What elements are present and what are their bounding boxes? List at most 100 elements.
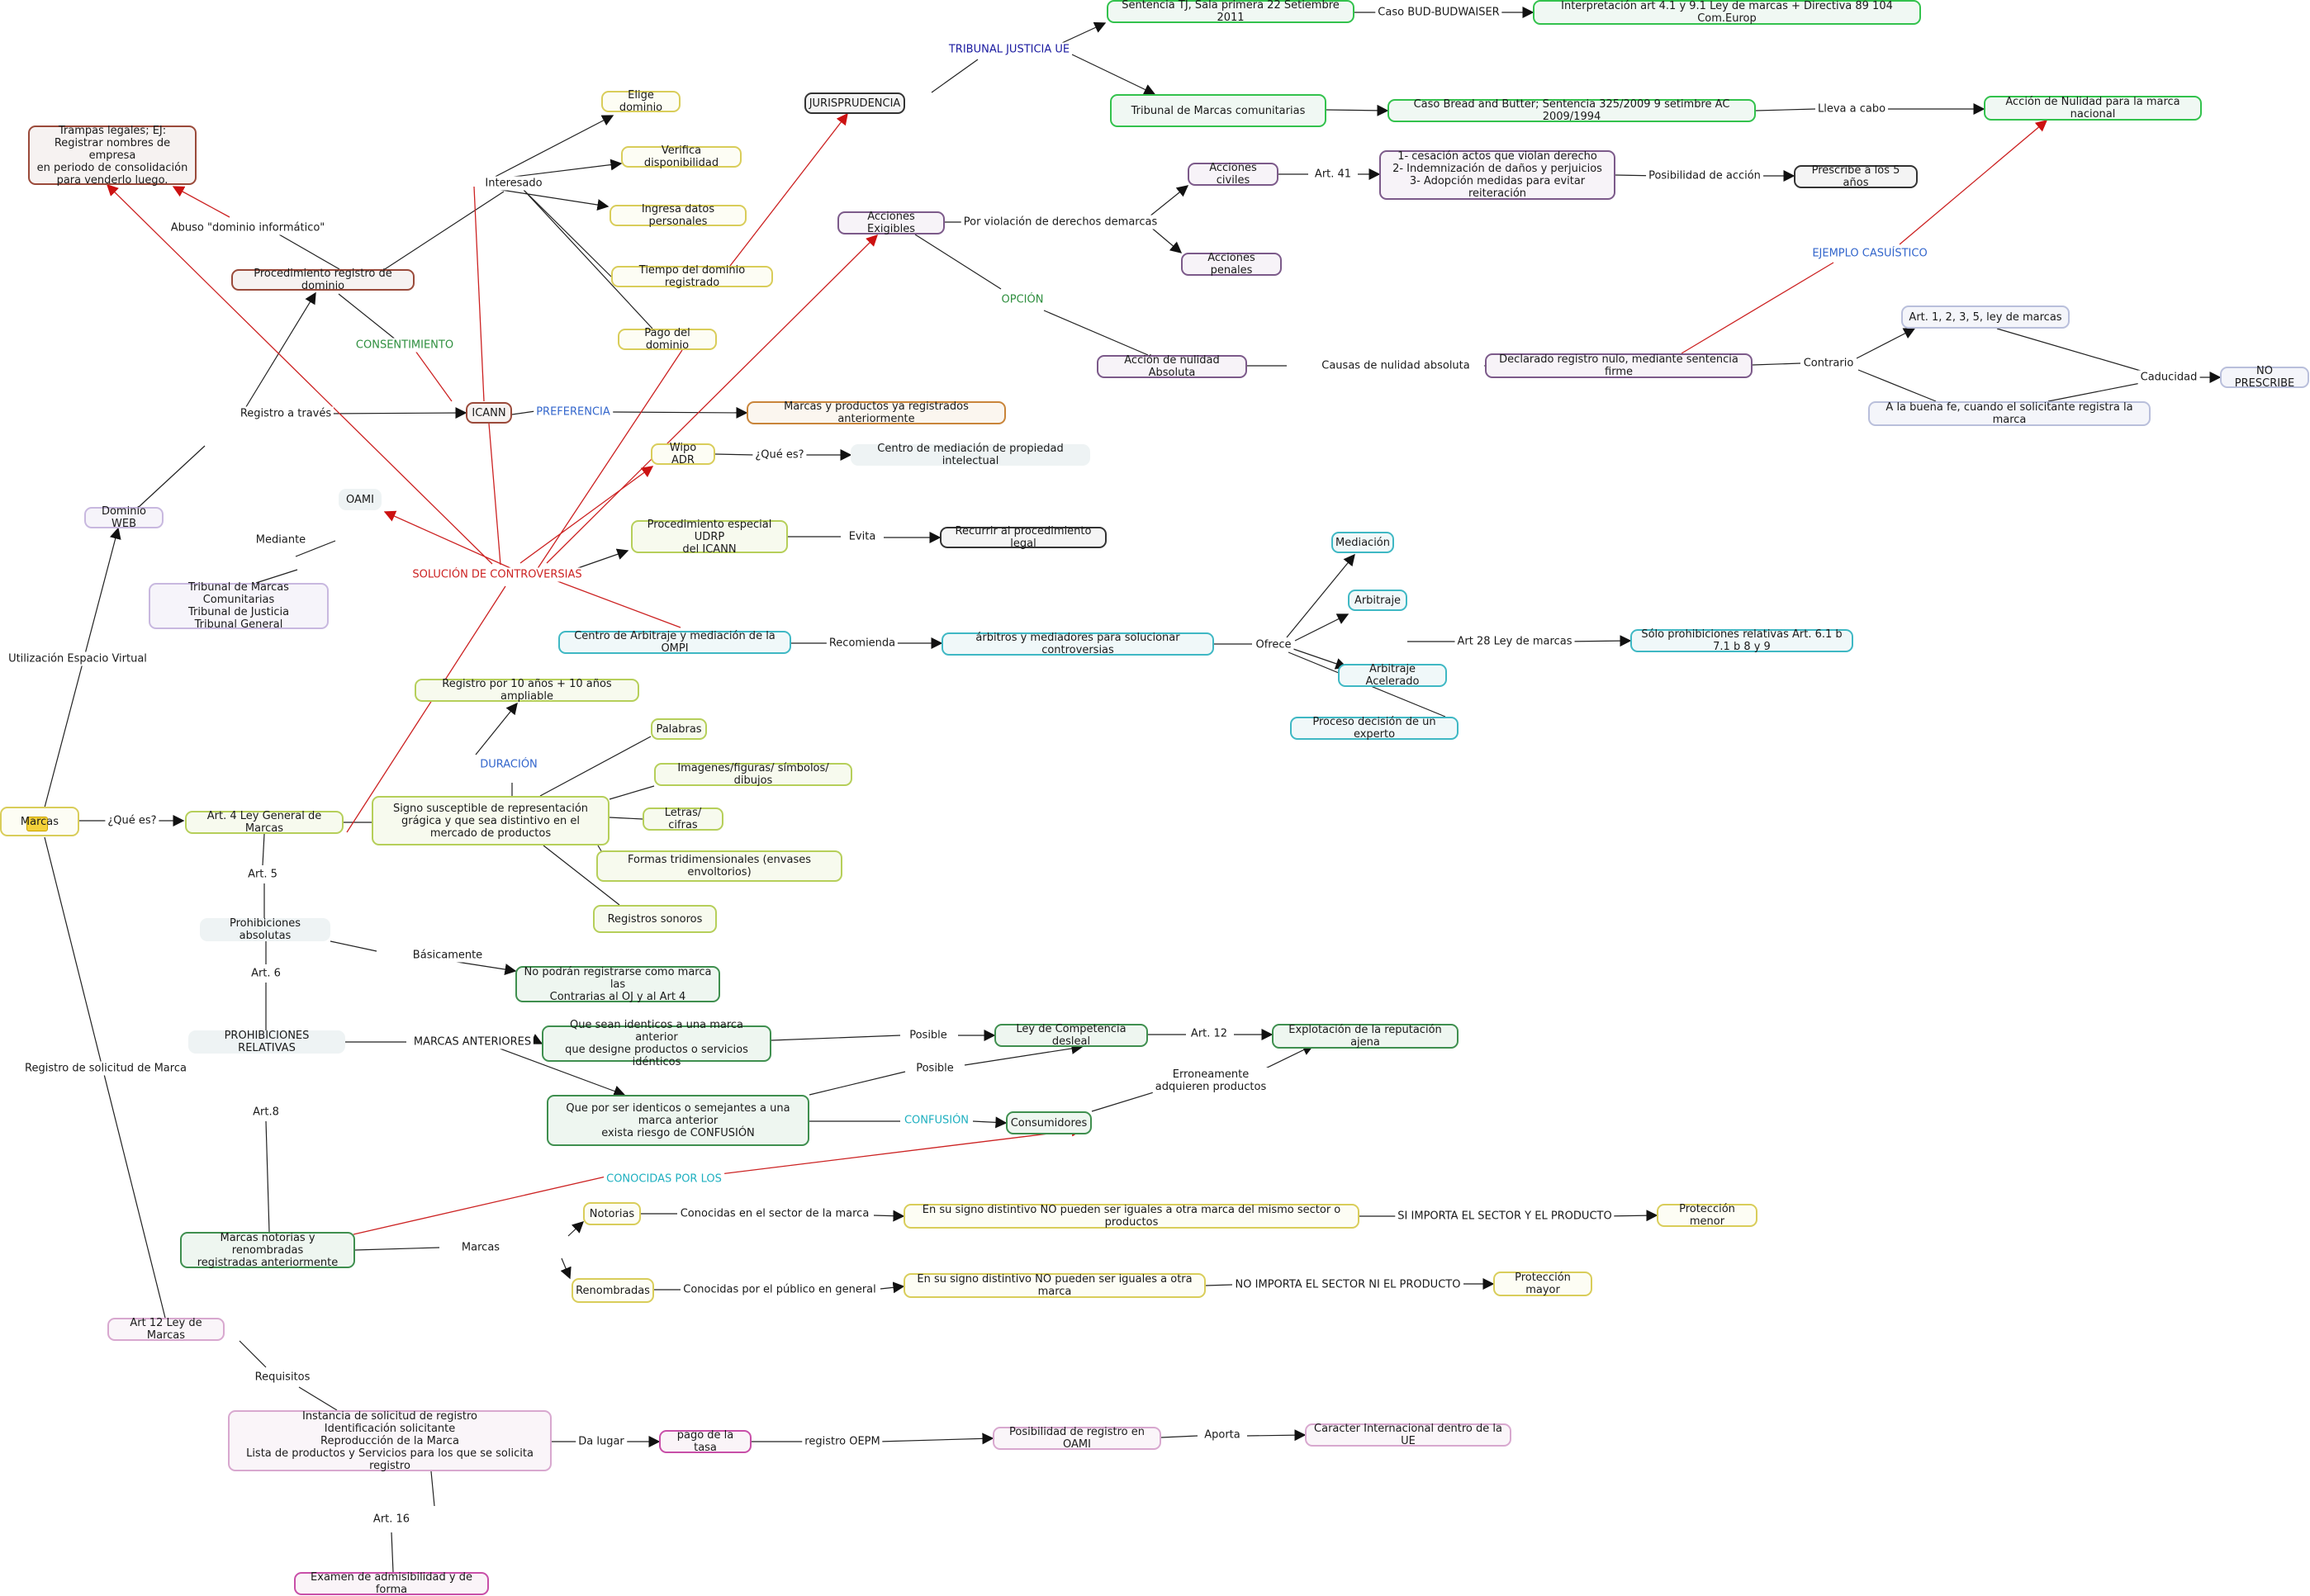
node-elige[interactable]: Elige dominio bbox=[601, 89, 681, 114]
link-label-conocidas-por: CONOCIDAS POR LOS bbox=[604, 1172, 724, 1186]
node-renombradas[interactable]: Renombradas bbox=[572, 1278, 654, 1303]
link-label-ejemplo: EJEMPLO CASUÍSTICO bbox=[1810, 246, 1930, 261]
node-en-su-signo2[interactable]: En su signo distintivo NO pueden ser igu… bbox=[904, 1273, 1206, 1298]
link-label-causas: Causas de nulidad absoluta bbox=[1319, 358, 1473, 373]
node-accion-nulidad-nac[interactable]: Acción de Nulidad para la marca nacional bbox=[1984, 96, 2202, 121]
node-no-podran[interactable]: No podrán registrarse como marca las Con… bbox=[515, 966, 720, 1003]
node-prescribe[interactable]: Prescribe a los 5 años bbox=[1794, 164, 1918, 189]
node-udrp[interactable]: Procedimiento especial UDRP del ICANN bbox=[631, 519, 788, 556]
connector-91 bbox=[964, 1043, 1084, 1066]
node-dominio-web[interactable]: Dominio WEB bbox=[84, 505, 164, 530]
node-reg10[interactable]: Registro por 10 años + 10 años ampliable bbox=[415, 678, 639, 703]
node-letras[interactable]: Letras/ cifras bbox=[643, 807, 723, 831]
connector-56 bbox=[1681, 262, 1834, 354]
node-no-prescribe[interactable]: NO PRESCRIBE bbox=[2220, 365, 2309, 390]
node-buena-fe[interactable]: A la buena fe, cuando el solicitante reg… bbox=[1868, 401, 2151, 426]
node-accion-abs[interactable]: Acción de nulidad Absoluta bbox=[1097, 354, 1247, 379]
node-palabras[interactable]: Palabras bbox=[651, 718, 707, 740]
node-caso-bread[interactable]: Caso Bread and Butter; Sentencia 325/200… bbox=[1387, 98, 1756, 123]
node-icann[interactable]: ICANN bbox=[466, 402, 512, 424]
link-label-confusion: CONFUSIÓN bbox=[901, 1113, 972, 1128]
node-proceso-exp[interactable]: Proceso decisión de un experto bbox=[1290, 716, 1459, 741]
node-posib-oami[interactable]: Posibilidad de registro en OAMI bbox=[993, 1426, 1161, 1451]
node-imagenes[interactable]: Imagenes/figuras/ símbolos/ dibujos bbox=[654, 762, 852, 787]
node-art12[interactable]: Art 12 Ley de Marcas bbox=[107, 1317, 225, 1342]
node-trib-marcas[interactable]: Tribunal de Marcas comunitarias bbox=[1110, 94, 1326, 127]
node-recurrir[interactable]: Recurrir al procedimiento legal bbox=[940, 525, 1107, 550]
node-interpretacion[interactable]: Interpretación art 4.1 y 9.1 Ley de marc… bbox=[1533, 0, 1921, 25]
node-text: JURISPRUDENCIA bbox=[809, 97, 901, 110]
node-formas[interactable]: Formas tridimensionales (envases envolto… bbox=[596, 850, 842, 882]
node-examen[interactable]: Examen de admisibilidad y de forma bbox=[294, 1571, 489, 1596]
connector-98 bbox=[265, 1120, 270, 1233]
node-prot-mayor[interactable]: Protección mayor bbox=[1493, 1272, 1592, 1296]
node-instancia[interactable]: Instancia de solicitud de registro Ident… bbox=[228, 1410, 552, 1472]
node-declarado[interactable]: Declarado registro nulo, mediante senten… bbox=[1485, 353, 1753, 378]
node-semejantes[interactable]: Que por ser identicos o semejantes a una… bbox=[547, 1095, 809, 1146]
node-text: Que sean identicos a una marca anterior … bbox=[565, 1019, 748, 1068]
node-prohib-rel[interactable]: PROHIBICIONES RELATIVAS bbox=[188, 1030, 345, 1054]
node-text: Protección menor bbox=[1679, 1203, 1735, 1228]
node-consumidores[interactable]: Consumidores bbox=[1006, 1111, 1092, 1134]
node-explotacion[interactable]: Explotación de la reputación ajena bbox=[1272, 1024, 1459, 1049]
node-acciones-pen[interactable]: Acciones penales bbox=[1181, 252, 1282, 277]
node-trampas[interactable]: Trampas legales; EJ: Registrar nombres d… bbox=[28, 125, 197, 187]
connector-73 bbox=[475, 702, 518, 755]
link-label-recomienda: Recomienda bbox=[826, 636, 899, 651]
node-marcas[interactable]: Marcas bbox=[0, 807, 79, 836]
link-label-aporta: Aporta bbox=[1202, 1428, 1243, 1442]
node-marcas-prod[interactable]: Marcas y productos ya registrados anteri… bbox=[747, 400, 1006, 425]
link-label-consentimiento: CONSENTIMIENTO bbox=[353, 338, 457, 353]
node-pago[interactable]: Pago del dominio bbox=[618, 327, 717, 352]
node-prohib-abs[interactable]: Prohibiciones absolutas bbox=[200, 917, 330, 942]
node-tiempo[interactable]: Tiempo del dominio registrado bbox=[611, 264, 773, 289]
node-mediacion[interactable]: Mediación bbox=[1331, 532, 1394, 553]
connector-10 bbox=[485, 115, 614, 182]
node-text: Sentencia TJ, Sala primera 22 Setiembre … bbox=[1122, 0, 1340, 24]
node-notorias-renom[interactable]: Marcas notorias y renombradas registrada… bbox=[180, 1232, 355, 1269]
node-prot-menor[interactable]: Protección menor bbox=[1657, 1203, 1757, 1228]
node-text: Palabras bbox=[656, 722, 702, 736]
node-caracter[interactable]: Caracter Internacional dentro de la UE bbox=[1305, 1423, 1511, 1447]
node-verifica[interactable]: Verifica disponibilidad bbox=[621, 144, 742, 169]
node-ley-comp[interactable]: Ley de Competencia desleal bbox=[994, 1023, 1148, 1048]
node-text: Acción de Nulidad para la marca nacional bbox=[2005, 96, 2180, 121]
node-notorias[interactable]: Notorias bbox=[583, 1202, 641, 1225]
connector-31 bbox=[255, 569, 298, 584]
node-arts-ley[interactable]: Art. 1, 2, 3, 5, ley de marcas bbox=[1901, 305, 2070, 329]
node-solo-prohib[interactable]: Sólo prohibiciones relativas Art. 6.1 b … bbox=[1630, 628, 1853, 653]
node-oami[interactable]: OAMI bbox=[339, 489, 382, 510]
connector-79 bbox=[262, 833, 265, 866]
node-centro-med[interactable]: Centro de mediación de propiedad intelec… bbox=[851, 443, 1090, 467]
node-cesacion[interactable]: 1- cesación actos que violan derecho 2- … bbox=[1379, 150, 1615, 200]
node-centro-arb[interactable]: Centro de Arbitraje y mediación de la OM… bbox=[558, 630, 791, 655]
node-text: Signo susceptible de representación grág… bbox=[392, 802, 589, 840]
node-signo[interactable]: Signo susceptible de representación grág… bbox=[372, 796, 610, 845]
node-sentencia-tj[interactable]: Sentencia TJ, Sala primera 22 Setiembre … bbox=[1107, 0, 1354, 24]
node-text: Acciones Exigibles bbox=[866, 211, 916, 235]
node-acciones-civ[interactable]: Acciones civiles bbox=[1188, 162, 1278, 187]
link-label-posib-accion: Posibilidad de acción bbox=[1646, 168, 1763, 183]
node-art4[interactable]: Art. 4 Ley General de Marcas bbox=[185, 810, 344, 835]
node-text: Renombradas bbox=[576, 1284, 650, 1297]
node-ingresa[interactable]: Ingresa datos personales bbox=[610, 203, 747, 228]
node-arb-acel[interactable]: Arbitraje Acelerado bbox=[1338, 663, 1447, 688]
link-label-solucion: SOLUCIÓN DE CONTROVERSIAS bbox=[410, 567, 585, 582]
node-acciones-exig[interactable]: Acciones Exigibles bbox=[837, 211, 945, 235]
connector-38 bbox=[1071, 54, 1156, 95]
connector-60 bbox=[1996, 328, 2150, 374]
node-en-su-signo1[interactable]: En su signo distintivo NO pueden ser igu… bbox=[904, 1204, 1359, 1229]
node-text: árbitros y mediadores para solucionar co… bbox=[975, 632, 1180, 656]
node-arbitros[interactable]: árbitros y mediadores para solucionar co… bbox=[942, 632, 1214, 656]
link-label-que-es-wipo: ¿Qué es? bbox=[752, 448, 807, 462]
node-identicos[interactable]: Que sean identicos a una marca anterior … bbox=[542, 1019, 771, 1068]
node-proc-reg[interactable]: Procedimiento registro de dominio bbox=[231, 268, 415, 292]
node-wipo[interactable]: Wipo ADR bbox=[651, 442, 715, 466]
node-jurisprudencia[interactable]: JURISPRUDENCIA bbox=[804, 92, 905, 114]
node-tribunales[interactable]: Tribunal de Marcas Comunitarias Tribunal… bbox=[149, 581, 329, 631]
connector-87 bbox=[495, 1046, 626, 1097]
node-sonoros[interactable]: Registros sonoros bbox=[593, 905, 717, 933]
node-pago-tasa[interactable]: pago de la tasa bbox=[659, 1429, 752, 1454]
connector-58 bbox=[1856, 328, 1916, 359]
node-arbitraje[interactable]: Arbitraje bbox=[1348, 590, 1407, 611]
